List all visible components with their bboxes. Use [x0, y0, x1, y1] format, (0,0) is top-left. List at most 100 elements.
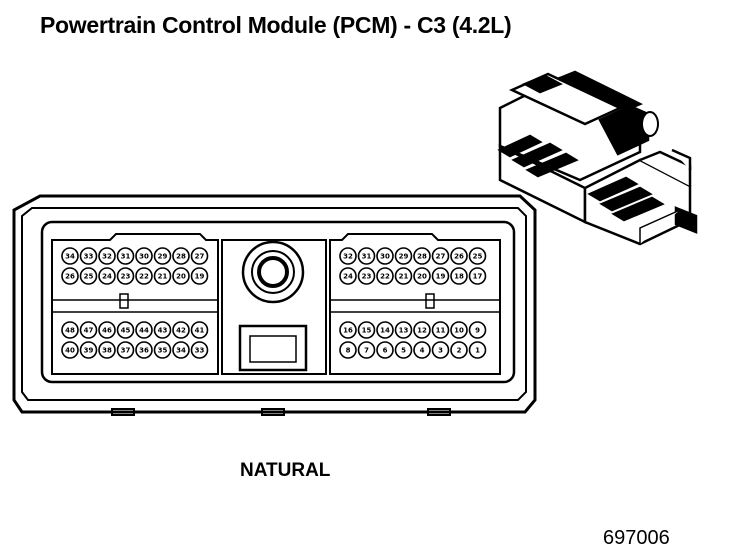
pin-number: 41 — [195, 327, 205, 335]
pin-cavity — [135, 321, 153, 339]
pin-cavity — [413, 321, 431, 339]
pin-cavity — [172, 341, 190, 359]
pin-number: 15 — [362, 327, 372, 335]
pin-cavity — [61, 247, 79, 265]
pin-cavity — [116, 267, 135, 285]
pin-number: 31 — [362, 253, 372, 261]
pin-number: 12 — [417, 327, 427, 335]
pin-cavity — [79, 341, 98, 359]
pin-number: 20 — [176, 273, 186, 281]
pin-number: 24 — [343, 273, 353, 281]
pin-cavity — [98, 267, 116, 285]
pin-number: 28 — [417, 253, 427, 261]
pin-number: 14 — [380, 327, 390, 335]
pin-number: 11 — [436, 327, 446, 335]
pin-number: 40 — [65, 347, 75, 355]
pin-cavity — [357, 267, 376, 285]
pin-number: 27 — [436, 253, 446, 261]
pin-number: 48 — [65, 327, 75, 335]
pin-cavity — [431, 247, 450, 265]
pin-cavity — [153, 321, 172, 339]
pin-cavity — [135, 341, 153, 359]
pin-cavity — [394, 321, 413, 339]
pin-cavity — [61, 321, 79, 339]
pin-cavity — [190, 321, 209, 339]
pin-cavity — [79, 321, 98, 339]
pin-number: 33 — [84, 253, 94, 261]
pin-cavity — [450, 341, 468, 359]
pin-cavity — [376, 267, 394, 285]
pin-number: 38 — [102, 347, 112, 355]
pin-cavity — [116, 247, 135, 265]
pin-cavity — [98, 321, 116, 339]
pin-number: 39 — [84, 347, 94, 355]
pin-number: 1 — [475, 347, 480, 355]
pin-cavity — [394, 267, 413, 285]
pin-number: 46 — [102, 327, 112, 335]
pin-cavity — [153, 341, 172, 359]
pin-cavity — [413, 341, 431, 359]
pin-number: 35 — [158, 347, 168, 355]
pin-number: 36 — [139, 347, 149, 355]
pin-cavity — [116, 321, 135, 339]
pin-number: 29 — [158, 253, 168, 261]
pin-cavity — [450, 247, 468, 265]
pin-number: 30 — [380, 253, 390, 261]
pin-cavity — [172, 267, 190, 285]
pin-number: 25 — [473, 253, 483, 261]
pin-cavity — [61, 341, 79, 359]
pin-number: 2 — [457, 347, 462, 355]
pin-number: 22 — [139, 273, 149, 281]
pin-number: 6 — [383, 347, 388, 355]
pin-cavity — [79, 247, 98, 265]
diagram-title: Powertrain Control Module (PCM) - C3 (4.… — [40, 12, 512, 38]
pin-number: 42 — [176, 327, 186, 335]
connector-3d-view — [497, 70, 698, 246]
pin-number: 24 — [102, 273, 112, 281]
pin-cavity — [98, 341, 116, 359]
pin-cavity — [339, 267, 357, 285]
pin-cavity — [339, 341, 357, 359]
pin-number: 16 — [343, 327, 353, 335]
pin-number: 26 — [454, 253, 464, 261]
pin-cavity — [468, 341, 487, 359]
pin-cavity — [394, 247, 413, 265]
pin-number: 34 — [65, 253, 75, 261]
pin-cavity — [376, 341, 394, 359]
pin-cavity — [431, 341, 450, 359]
pin-cavity — [468, 267, 487, 285]
pin-number: 27 — [195, 253, 205, 261]
pin-cavity — [190, 247, 209, 265]
pin-number: 45 — [121, 327, 131, 335]
pin-number: 25 — [84, 273, 94, 281]
pin-number: 37 — [121, 347, 131, 355]
pin-number: 19 — [436, 273, 446, 281]
pin-number: 19 — [195, 273, 205, 281]
pin-number: 28 — [176, 253, 186, 261]
pin-number: 8 — [346, 347, 351, 355]
pin-cavity — [172, 247, 190, 265]
pin-number: 20 — [417, 273, 427, 281]
pin-number: 7 — [364, 347, 369, 355]
pin-number: 23 — [121, 273, 131, 281]
pin-number: 18 — [454, 273, 464, 281]
pin-number: 34 — [176, 347, 186, 355]
pin-number: 32 — [102, 253, 112, 261]
pin-number: 32 — [343, 253, 353, 261]
pin-cavity — [153, 267, 172, 285]
view-caption: NATURAL — [240, 460, 331, 481]
pin-number: 21 — [158, 273, 168, 281]
pin-cavity — [339, 321, 357, 339]
pin-cavity — [135, 267, 153, 285]
pin-cavity — [61, 267, 79, 285]
pin-number: 47 — [84, 327, 94, 335]
pin-number: 10 — [454, 327, 464, 335]
pin-number: 17 — [473, 273, 483, 281]
pin-number: 3 — [438, 347, 443, 355]
pin-cavity — [413, 247, 431, 265]
pin-cavity — [450, 321, 468, 339]
pin-number: 23 — [362, 273, 372, 281]
pin-number: 26 — [65, 273, 75, 281]
pin-cavity — [98, 247, 116, 265]
pin-cavity — [172, 321, 190, 339]
